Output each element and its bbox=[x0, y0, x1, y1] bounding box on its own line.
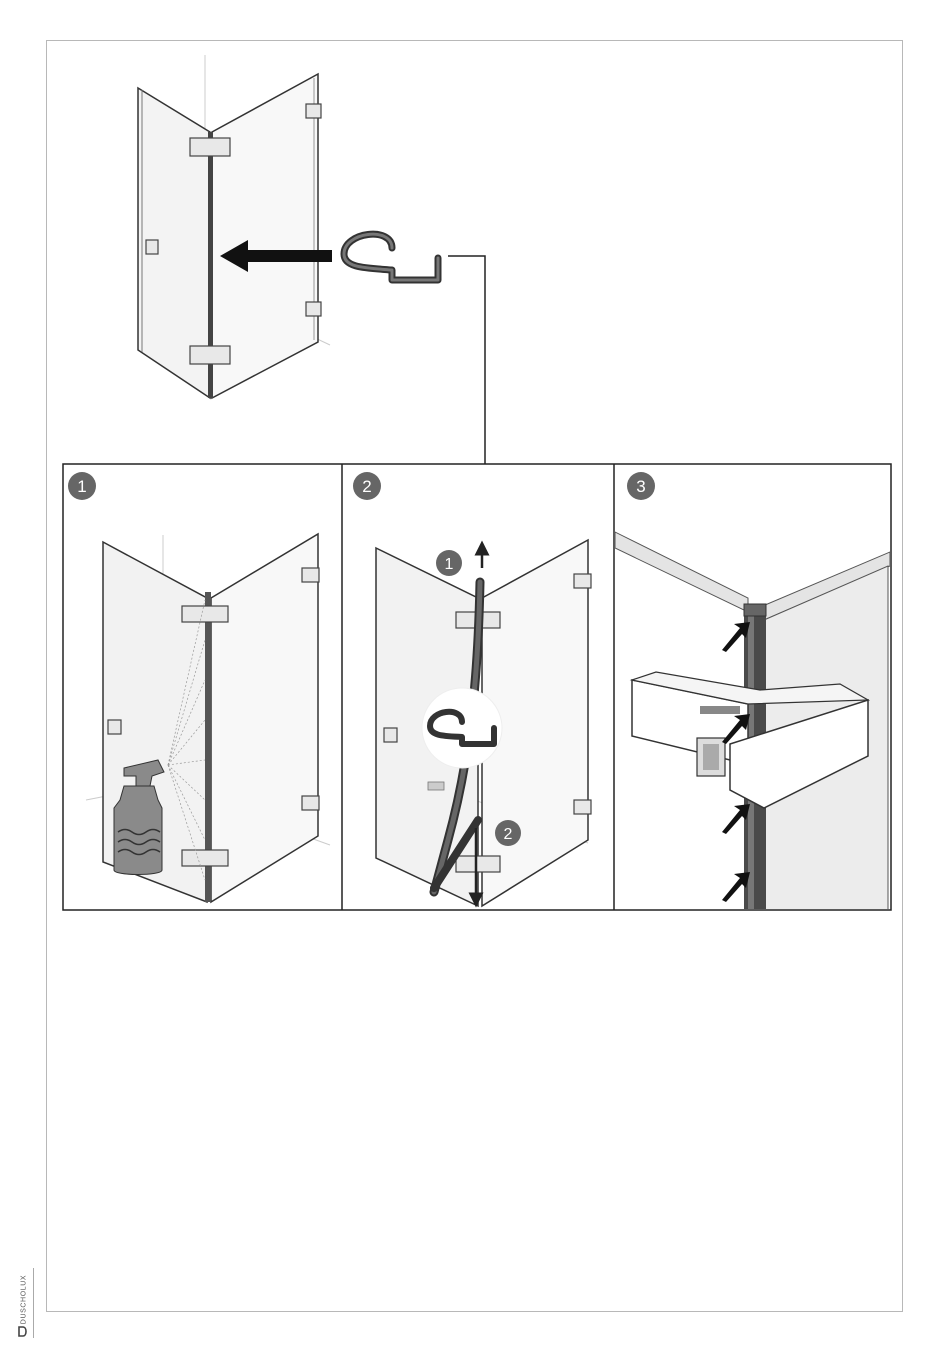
brand-mark: DUSCHOLUX bbox=[14, 1268, 34, 1340]
hinge-bottom bbox=[190, 346, 230, 364]
brand-name: DUSCHOLUX bbox=[21, 1268, 28, 1332]
brand-logo-icon bbox=[18, 1326, 28, 1337]
sub-step-2-badge: 2 bbox=[495, 820, 521, 846]
sub-step-2-number: 2 bbox=[504, 826, 513, 843]
step-1-badge: 1 bbox=[68, 472, 96, 500]
step-1-illustration bbox=[86, 534, 330, 902]
seal-profile-icon bbox=[344, 234, 438, 280]
step-3-badge: 3 bbox=[627, 472, 655, 500]
sub-step-1-badge: 1 bbox=[436, 550, 462, 576]
step-1-number: 1 bbox=[77, 477, 86, 496]
overview-shower-enclosure bbox=[138, 55, 332, 398]
callout-connector bbox=[448, 256, 485, 464]
sub-step-1-number: 1 bbox=[445, 556, 454, 573]
brand-divider bbox=[33, 1268, 34, 1338]
clamp-top-right bbox=[306, 104, 321, 118]
step-3-number: 3 bbox=[636, 477, 645, 496]
step-2-number: 2 bbox=[362, 477, 371, 496]
step-3-illustration bbox=[615, 532, 890, 910]
door-handle bbox=[146, 240, 158, 254]
step-2-illustration: 1 2 bbox=[376, 540, 591, 906]
hinge-top bbox=[190, 138, 230, 156]
clamp-bottom-right bbox=[306, 302, 321, 316]
step-2-badge: 2 bbox=[353, 472, 381, 500]
